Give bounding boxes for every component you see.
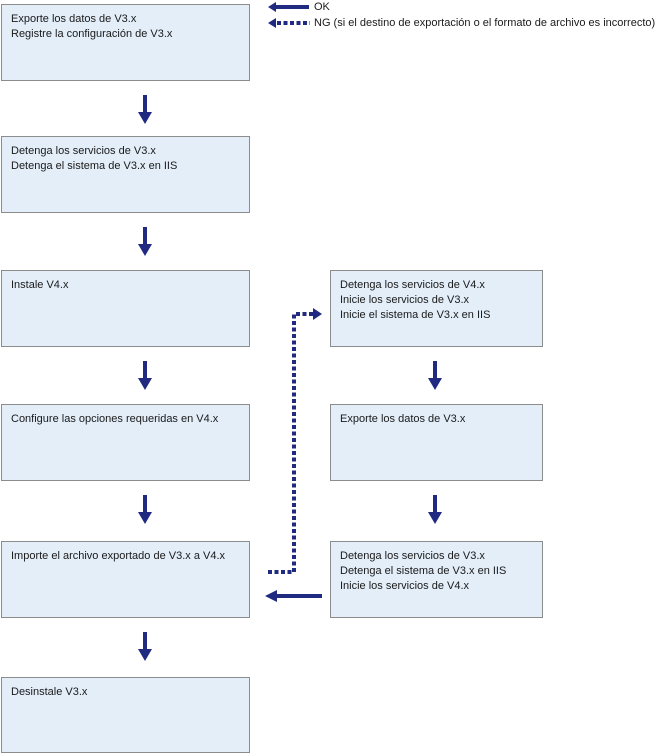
ok-return-arrow-icon	[265, 590, 322, 602]
legend-ok-label: OK	[314, 1, 330, 13]
down-arrow-icon	[138, 95, 152, 124]
step-line: Detenga los servicios de V3.x	[11, 145, 156, 157]
step-recover-restart-v3: Detenga los servicios de V4.x Inicie los…	[330, 270, 543, 347]
step-uninstall-v3: Desinstale V3.x	[1, 677, 250, 753]
down-arrow-icon	[138, 632, 152, 661]
down-arrow-icon	[138, 227, 152, 256]
step-line: Instale V4.x	[11, 279, 69, 291]
step-line: Exporte los datos de V3.x	[340, 413, 466, 425]
step-line: Inicie el sistema de V3.x en IIS	[340, 309, 491, 321]
ok-arrow-icon	[268, 2, 309, 12]
step-import-file: Importe el archivo exportado de V3.x a V…	[1, 541, 250, 618]
ng-arrow-icon	[268, 18, 310, 28]
step-line: Configure las opciones requeridas en V4.…	[11, 413, 219, 425]
down-arrow-icon	[138, 361, 152, 390]
down-arrow-icon	[428, 361, 442, 390]
step-stop-v3-start-v4: Detenga los servicios de V3.x Detenga el…	[330, 541, 543, 618]
step-install-v4: Instale V4.x	[1, 270, 250, 347]
step-reexport-data: Exporte los datos de V3.x	[330, 404, 543, 481]
legend: OK NG (si el destino de exportación o el…	[0, 0, 668, 40]
ng-path-arrow-icon	[268, 308, 322, 574]
step-line: Detenga el sistema de V3.x en IIS	[340, 565, 507, 577]
down-arrow-icon	[138, 495, 152, 524]
step-line: Registre la configuración de V3.x	[11, 28, 173, 40]
step-line: Inicie los servicios de V3.x	[340, 294, 469, 306]
step-configure-v4: Configure las opciones requeridas en V4.…	[1, 404, 250, 481]
step-line: Exporte los datos de V3.x	[11, 13, 137, 25]
step-line: Detenga el sistema de V3.x en IIS	[11, 160, 178, 172]
step-line: Detenga los servicios de V3.x	[340, 550, 485, 562]
legend-ng-label: NG (si el destino de exportación o el fo…	[314, 17, 656, 29]
step-line: Inicie los servicios de V4.x	[340, 580, 469, 592]
step-line: Desinstale V3.x	[11, 686, 88, 698]
down-arrow-icon	[428, 495, 442, 524]
step-stop-v3-services: Detenga los servicios de V3.x Detenga el…	[1, 136, 250, 213]
step-line: Importe el archivo exportado de V3.x a V…	[11, 550, 226, 562]
legend-icons	[268, 2, 310, 28]
step-line: Detenga los servicios de V4.x	[340, 279, 485, 291]
step-export-data: Exporte los datos de V3.x Registre la co…	[1, 4, 250, 81]
